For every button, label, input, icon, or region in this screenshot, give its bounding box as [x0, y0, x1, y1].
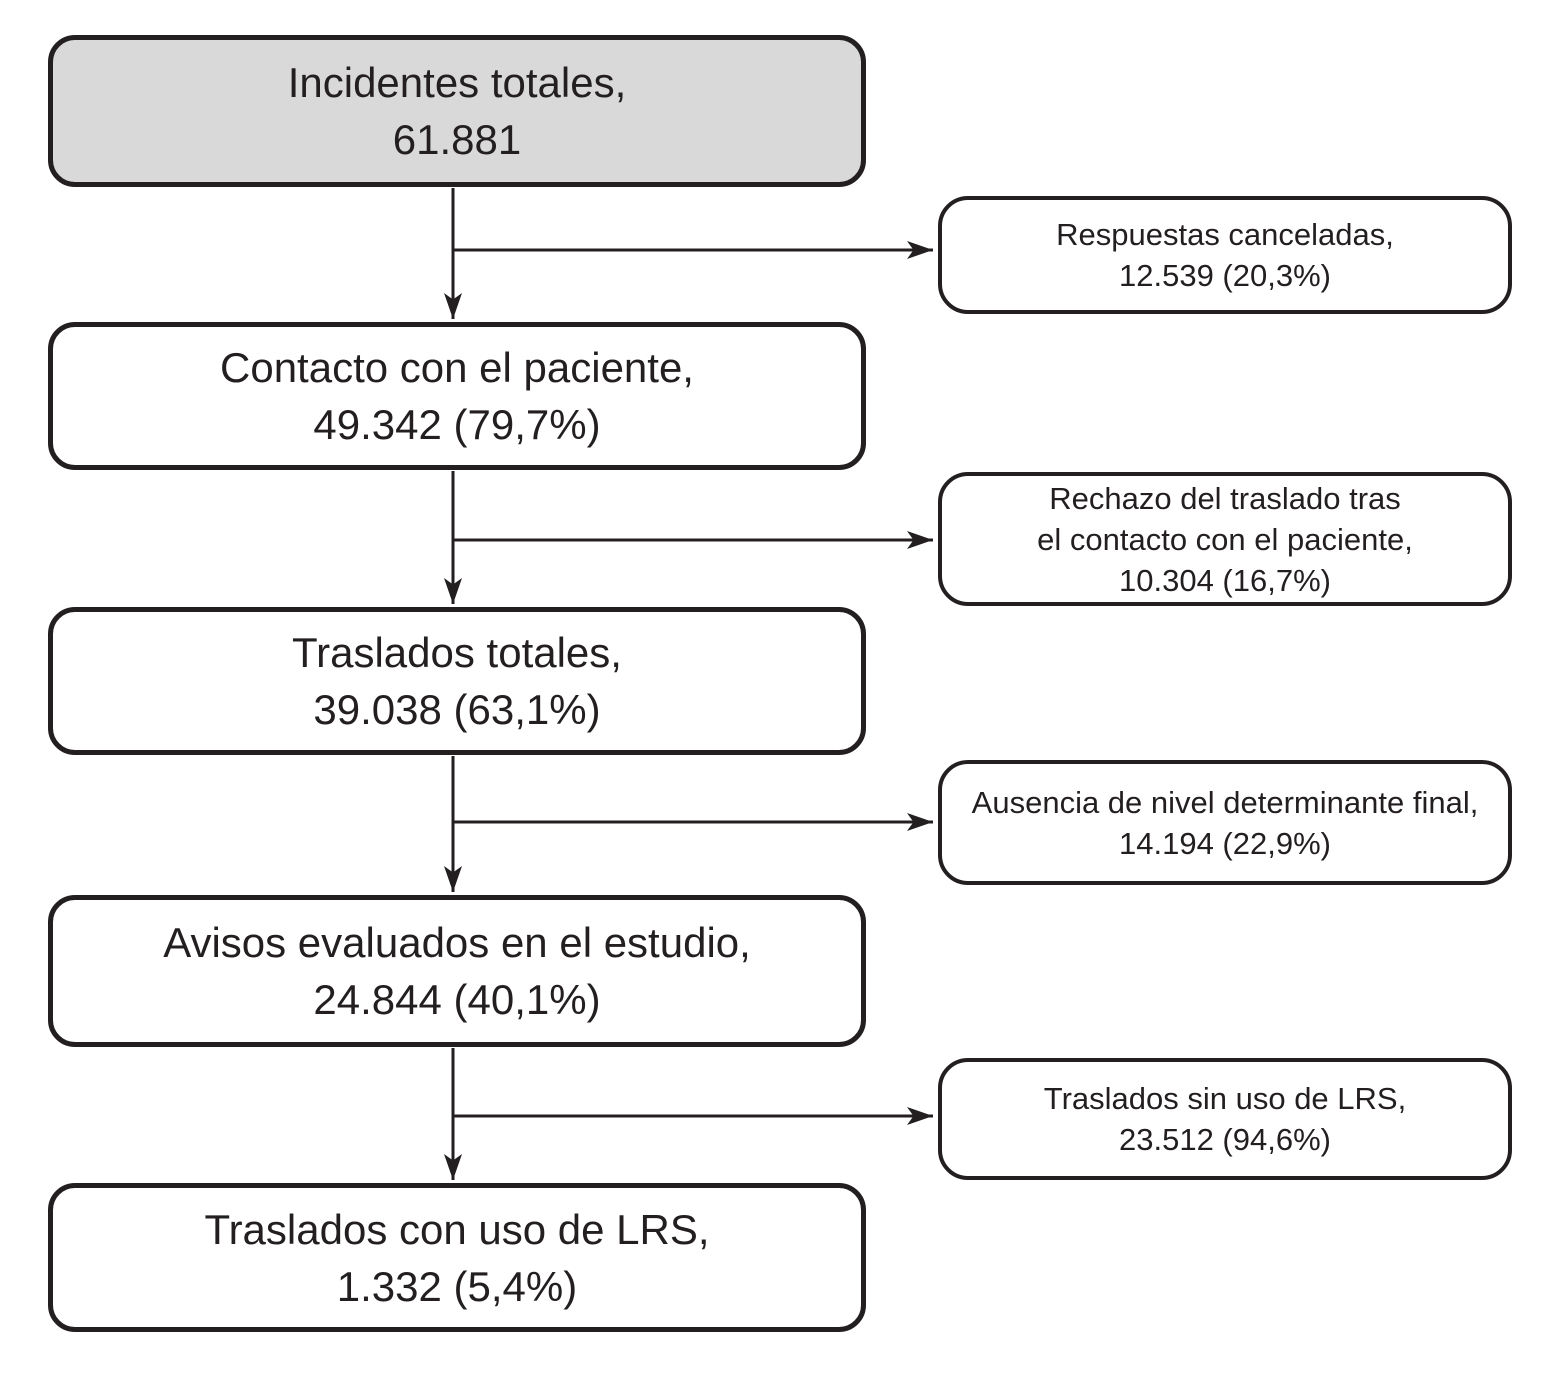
- box-label: Avisos evaluados en el estudio,: [163, 919, 751, 966]
- flow-box-transfers-without-lrs: Traslados sin uso de LRS, 23.512 (94,6%): [938, 1058, 1512, 1180]
- box-value: 12.539 (20,3%): [1119, 258, 1331, 293]
- box-value: 39.038 (63,1%): [313, 686, 601, 733]
- box-label: el contacto con el paciente,: [1037, 521, 1413, 557]
- box-label: Contacto con el paciente,: [220, 344, 694, 391]
- box-value: 10.304 (16,7%): [1119, 562, 1331, 598]
- box-value: 1.332 (5,4%): [336, 1262, 578, 1310]
- box-value: 14.194 (22,9%): [1119, 825, 1331, 861]
- flow-box-patient-contact: Contacto con el paciente, 49.342 (79,7%): [48, 322, 866, 470]
- flow-box-total-transfers: Traslados totales, 39.038 (63,1%): [48, 607, 866, 755]
- box-label: Incidentes totales,: [287, 59, 627, 106]
- box-value: 61.881: [392, 116, 522, 163]
- box-value: 49.342 (79,7%): [313, 401, 601, 448]
- flow-box-evaluated-calls: Avisos evaluados en el estudio, 24.844 (…: [48, 895, 866, 1047]
- flow-box-cancelled-responses: Respuestas canceladas, 12.539 (20,3%): [938, 196, 1512, 314]
- flow-box-no-final-determinant-level: Ausencia de nivel determinante final, 14…: [938, 760, 1512, 885]
- box-label: Rechazo del traslado tras: [1049, 480, 1401, 516]
- box-label: Traslados con uso de LRS,: [204, 1205, 710, 1253]
- box-value: 24.844 (40,1%): [313, 976, 601, 1023]
- box-label: Traslados totales,: [292, 629, 622, 676]
- flow-box-transfers-with-lrs: Traslados con uso de LRS, 1.332 (5,4%): [48, 1183, 866, 1332]
- box-label: Ausencia de nivel determinante final,: [971, 784, 1479, 820]
- box-label: Traslados sin uso de LRS,: [1043, 1081, 1407, 1116]
- flow-box-transfer-refusal: Rechazo del traslado tras el contacto co…: [938, 472, 1512, 606]
- flow-box-total-incidents: Incidentes totales, 61.881: [48, 35, 866, 187]
- box-value: 23.512 (94,6%): [1119, 1122, 1331, 1157]
- box-label: Respuestas canceladas,: [1056, 217, 1394, 252]
